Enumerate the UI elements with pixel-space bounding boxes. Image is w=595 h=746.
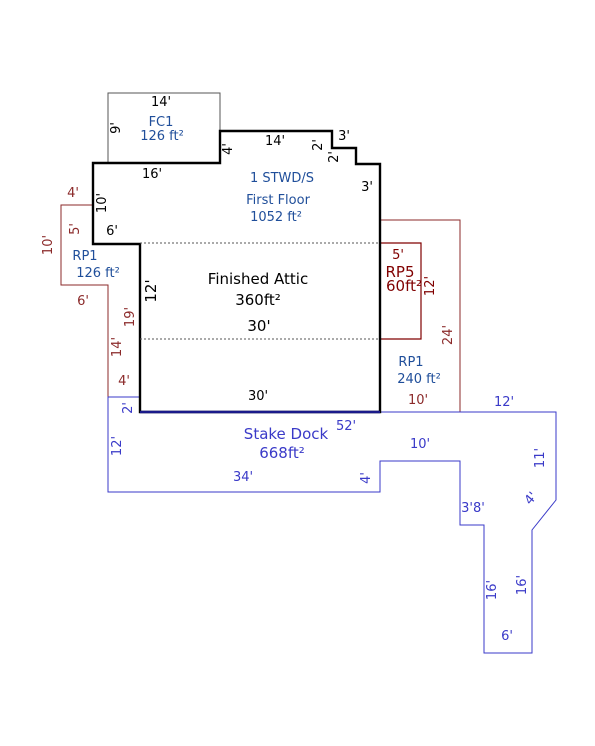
rp5-outline <box>380 242 422 340</box>
fc1-left-dim: 9' <box>109 122 124 134</box>
rp5-top-dim: 5' <box>392 248 404 263</box>
main-step1-top-dim: 3' <box>338 129 350 144</box>
dock-top-dim: 52' <box>336 419 356 434</box>
rp1-left-bottom-dim: 6' <box>77 294 89 309</box>
fc1-top-dim: 14' <box>151 95 171 110</box>
rp5-area: 60ft² <box>386 277 422 295</box>
main-floor-outline <box>91 129 382 414</box>
dock-right-side-dim: 11' <box>533 448 548 468</box>
rp1-left-area: 126 ft² <box>76 266 120 281</box>
fc1-name: FC1 <box>149 115 174 130</box>
dock-left-dim: 12' <box>110 436 125 456</box>
stake-dock-outline <box>107 396 557 654</box>
attic-side-dim: 12' <box>142 279 160 302</box>
main-floor-level: First Floor <box>246 193 310 208</box>
main-bottom-dim: 30' <box>248 389 268 404</box>
rp1-right-side-dim: 24' <box>441 325 456 345</box>
rp5-side-dim: 12' <box>423 276 438 296</box>
main-step1-side-dim: 2' <box>311 139 326 151</box>
dock-right-top-dim: 12' <box>494 395 514 410</box>
attic-width-dim: 30' <box>247 317 270 335</box>
rp1-left-top-dim: 4' <box>67 186 79 201</box>
main-notch-top-dim: 6' <box>106 224 118 239</box>
attic-name: Finished Attic <box>208 270 308 288</box>
main-step2-side-dim: 2' <box>327 151 342 163</box>
rp1-left-inner-dim: 5' <box>68 223 83 235</box>
dock-step-side-dim: 3'8' <box>461 501 485 516</box>
dock-leg-left-dim: 16' <box>485 580 500 600</box>
attic-area: 360ft² <box>235 291 281 309</box>
rp1-right-outline <box>380 219 461 412</box>
fc1-area: 126 ft² <box>140 129 184 144</box>
rp1-left-base-dim: 4' <box>118 374 130 389</box>
fc1-right-dim: 4' <box>221 143 236 155</box>
main-right-upper-dim: 3' <box>361 180 373 195</box>
rp1-left-lower-dim: 19' <box>123 307 138 327</box>
dock-leg-right-dim: 16' <box>515 575 530 595</box>
dock-area: 668ft² <box>259 444 305 462</box>
dock-bottom-dim: 34' <box>233 470 253 485</box>
rp1-left-lower2-dim: 14' <box>110 337 125 357</box>
main-top-left-dim: 16' <box>142 167 162 182</box>
main-top-mid-dim: 14' <box>265 134 285 149</box>
dock-name: Stake Dock <box>244 425 329 443</box>
main-left-upper-dim: 10' <box>95 193 110 213</box>
dock-step-top-dim: 10' <box>410 437 430 452</box>
main-floor-area: 1052 ft² <box>250 210 302 225</box>
dock-notch-dim: 4' <box>359 472 374 484</box>
main-floor-name: 1 STWD/S <box>250 171 314 186</box>
dock-left-small-dim: 2' <box>121 402 136 414</box>
rp1-right-area: 240 ft² <box>397 372 441 387</box>
rp1-right-name: RP1 <box>398 355 423 370</box>
dock-diag-dim: 4' <box>522 489 541 508</box>
fc1-outline <box>107 92 221 163</box>
dock-leg-bottom-dim: 6' <box>501 629 513 644</box>
rp1-left-name: RP1 <box>72 249 97 264</box>
rp1-left-side-dim: 10' <box>41 235 56 255</box>
rp5-name: RP5 <box>385 263 414 281</box>
rp1-right-bottom-dim: 10' <box>408 393 428 408</box>
